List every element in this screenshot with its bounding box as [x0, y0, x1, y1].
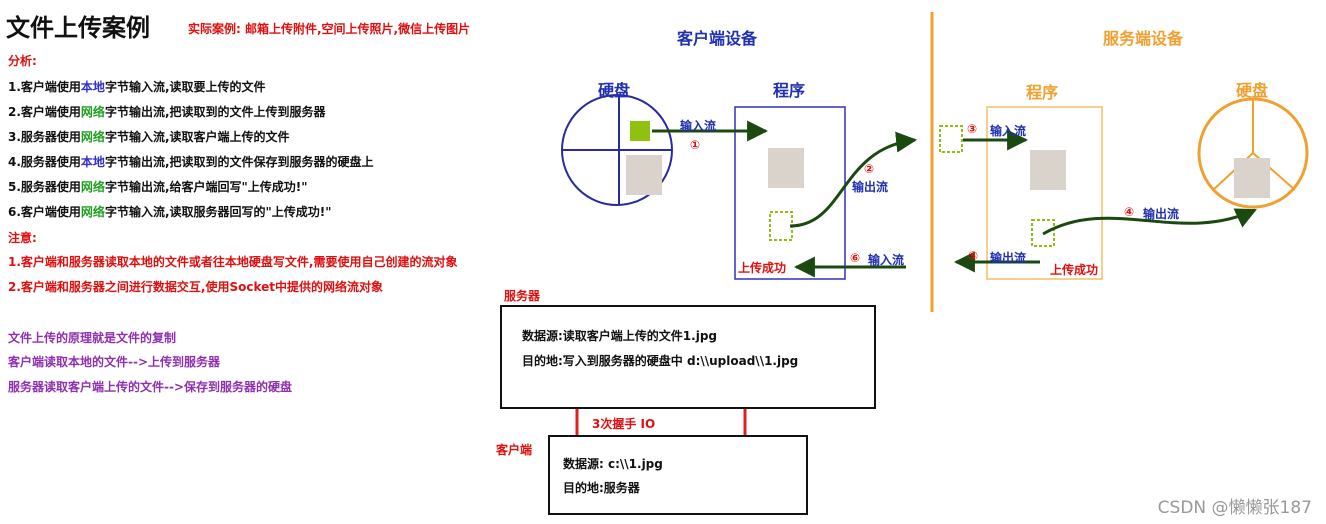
analysis-step: 4.服务器使用本地字节输出流,把读取到的文件保存到服务器的硬盘上	[8, 155, 374, 169]
analysis-step: 1.客户端使用本地字节输入流,读取要上传的文件	[8, 80, 266, 94]
arrow-4-number: ④	[1124, 205, 1135, 219]
arrow-1-label: 输入流	[680, 119, 717, 133]
client-disk-image	[626, 155, 662, 195]
client-program-label: 程序	[773, 81, 806, 100]
watermark: CSDN @懒懒张187	[1157, 498, 1312, 518]
page-title: 文件上传案例	[6, 14, 150, 42]
principle-line: 客户端读取本地的文件-->上传到服务器	[8, 355, 221, 369]
server-program-image	[1030, 150, 1066, 190]
server-destination-line: 目的地:写入到服务器的硬盘中 d:\\upload\\1.jpg	[522, 354, 799, 368]
note-item: 1.客户端和服务器读取本地的文件或者往本地硬盘写文件,需要使用自己创建的流对象	[8, 255, 458, 269]
analysis-step: 3.服务器使用网络字节输入流,读取客户端上传的文件	[8, 130, 290, 144]
analysis-step: 6.客户端使用网络字节输入流,读取服务器回写的"上传成功!"	[8, 205, 332, 219]
arrow-2-label: 输出流	[852, 180, 889, 194]
analysis-step: 2.客户端使用网络字节输出流,把读取到的文件上传到服务器	[8, 105, 326, 119]
principle-line: 服务器读取客户端上传的文件-->保存到服务器的硬盘	[8, 380, 293, 394]
page-subtitle: 实际案例: 邮箱上传附件,空间上传照片,微信上传图片	[188, 22, 471, 36]
arrow-2	[789, 131, 918, 228]
server-box: 数据源:读取客户端上传的文件1.jpg 目的地:写入到服务器的硬盘中 d:\\u…	[500, 305, 876, 409]
server-program-box	[986, 106, 1103, 280]
client-program-image	[768, 148, 804, 188]
arrow-3-label: 输入流	[990, 124, 1027, 138]
arrow-4-label: 输出流	[1143, 207, 1180, 221]
server-device-label: 服务端设备	[1103, 29, 1184, 48]
arrow-5-label: 输出流	[990, 251, 1027, 265]
client-file-block	[630, 121, 650, 141]
client-device-label: 客户端设备	[677, 29, 758, 48]
server-in-buffer	[939, 125, 963, 153]
server-box-label: 服务器	[504, 289, 541, 303]
note-item: 2.客户端和服务器之间进行数据交互,使用Socket中提供的网络流对象	[8, 280, 384, 294]
arrow-6-number: ⑥	[850, 251, 861, 265]
arrow-4	[1042, 208, 1257, 236]
client-source-line: 数据源: c:\\1.jpg	[563, 457, 663, 471]
client-program-box	[734, 106, 846, 280]
arrow-2-number: ②	[864, 162, 875, 176]
analysis-heading: 分析:	[8, 54, 37, 68]
arrow-3-number: ③	[967, 122, 978, 136]
server-source-line: 数据源:读取客户端上传的文件1.jpg	[522, 329, 718, 343]
notes-heading: 注意:	[8, 231, 37, 245]
server-disk-label: 硬盘	[1236, 81, 1269, 100]
handshake-label: 3次握手 IO	[592, 417, 656, 431]
principle-line: 文件上传的原理就是文件的复制	[8, 331, 177, 345]
client-buffer	[769, 211, 793, 241]
arrow-6-label: 输入流	[868, 253, 905, 267]
server-disk-shape	[1197, 97, 1309, 209]
analysis-step: 5.服务器使用网络字节输出流,给客户端回写"上传成功!"	[8, 180, 308, 194]
server-upload-success: 上传成功	[1050, 263, 1099, 277]
server-out-buffer	[1031, 219, 1055, 247]
server-program-label: 程序	[1026, 83, 1059, 102]
client-destination-line: 目的地:服务器	[563, 481, 640, 495]
client-box-label: 客户端	[496, 443, 533, 457]
client-box: 数据源: c:\\1.jpg 目的地:服务器	[548, 435, 808, 515]
client-disk-label: 硬盘	[598, 81, 631, 100]
client-upload-success: 上传成功	[738, 261, 787, 275]
server-disk-image	[1234, 158, 1270, 198]
arrow-5-number: ⑤	[968, 249, 979, 263]
arrow-1-number: ①	[690, 138, 701, 152]
